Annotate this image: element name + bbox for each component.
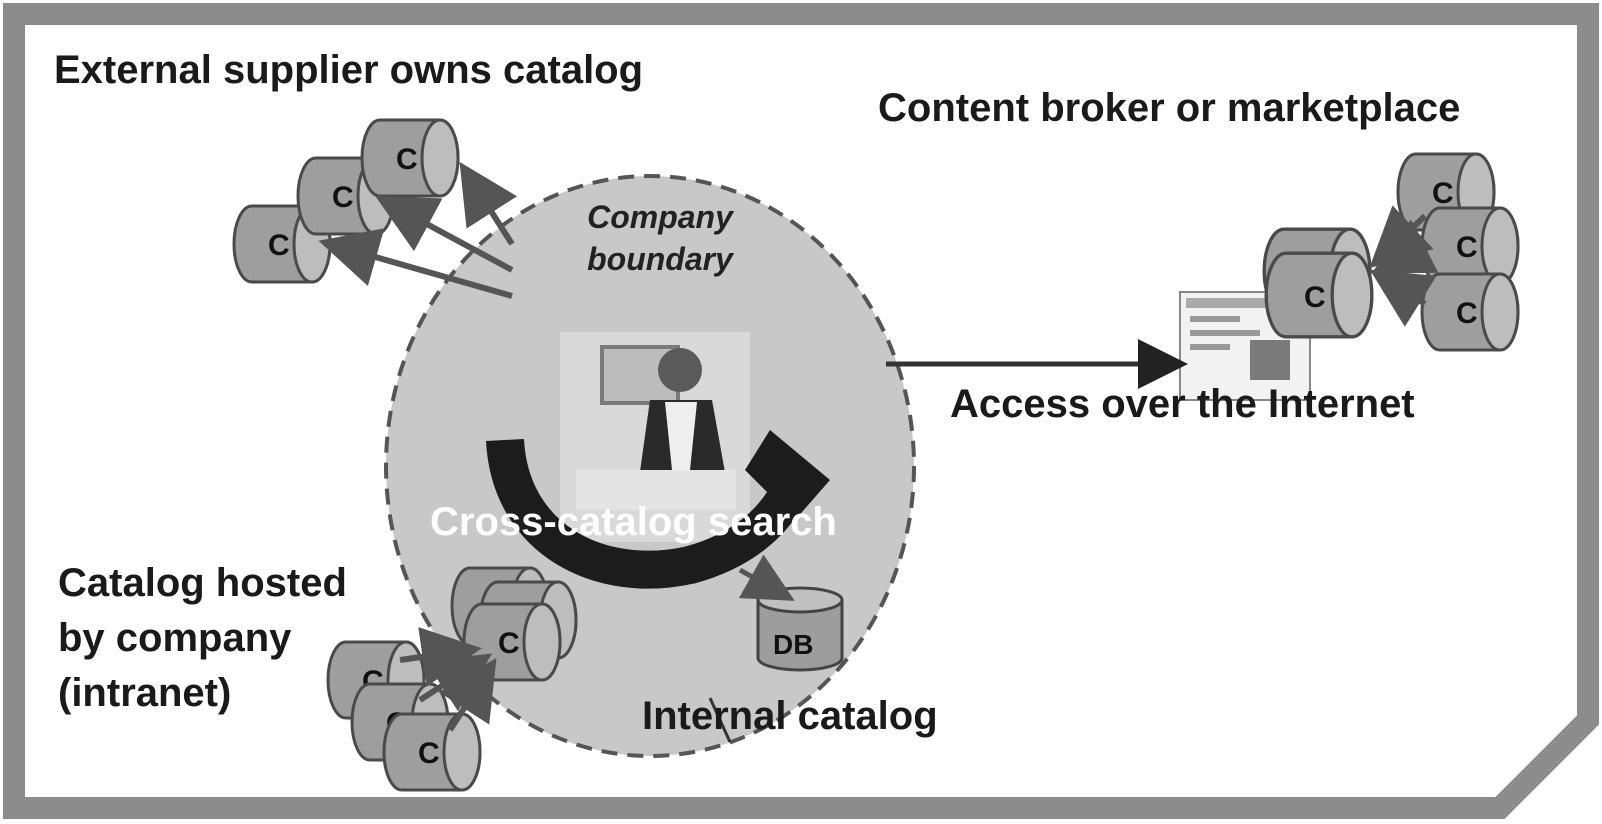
- internal-catalog-arrow: [738, 554, 795, 601]
- hosted-catalog-cylinders: C C C C: [326, 566, 578, 792]
- internal-catalog-pointer: [708, 697, 732, 743]
- broker-arrows: [1369, 205, 1439, 327]
- internet-access-label: Access over the Internet: [950, 382, 1415, 426]
- catalog-letter: C: [268, 229, 290, 262]
- catalog-letter: C: [1432, 177, 1454, 210]
- internal-db-cylinder: DB: [756, 586, 844, 672]
- catalog-letter: C: [1456, 231, 1478, 264]
- internal-catalog-label: Internal catalog: [642, 694, 938, 738]
- broker-catalog-cylinders: C C C C: [1262, 152, 1520, 352]
- broker-website-screenshot: [1179, 291, 1311, 401]
- db-label: DB: [773, 629, 813, 660]
- hosted-catalog-label: Catalog hosted by company (intranet): [58, 561, 347, 715]
- external-catalog-arrows: [318, 161, 518, 299]
- external-catalog-cylinders: C C C: [232, 118, 460, 284]
- external-supplier-label: External supplier owns catalog: [54, 48, 644, 92]
- content-broker-label: Content broker or marketplace: [878, 86, 1461, 130]
- person-photo: [560, 332, 750, 542]
- catalog-letter: C: [396, 143, 418, 176]
- catalog-letter: C: [332, 181, 354, 214]
- cross-catalog-search-label: Cross-catalog search: [430, 500, 837, 544]
- company-boundary-label: Company boundary: [587, 199, 733, 277]
- catalog-letter: C: [1456, 297, 1478, 330]
- hosted-catalog-arrows: [399, 627, 497, 732]
- cross-catalog-arrow: [486, 430, 830, 589]
- catalog-letter: C: [1304, 281, 1326, 314]
- catalog-letter: C: [498, 627, 520, 660]
- catalog-letter: C: [418, 737, 440, 770]
